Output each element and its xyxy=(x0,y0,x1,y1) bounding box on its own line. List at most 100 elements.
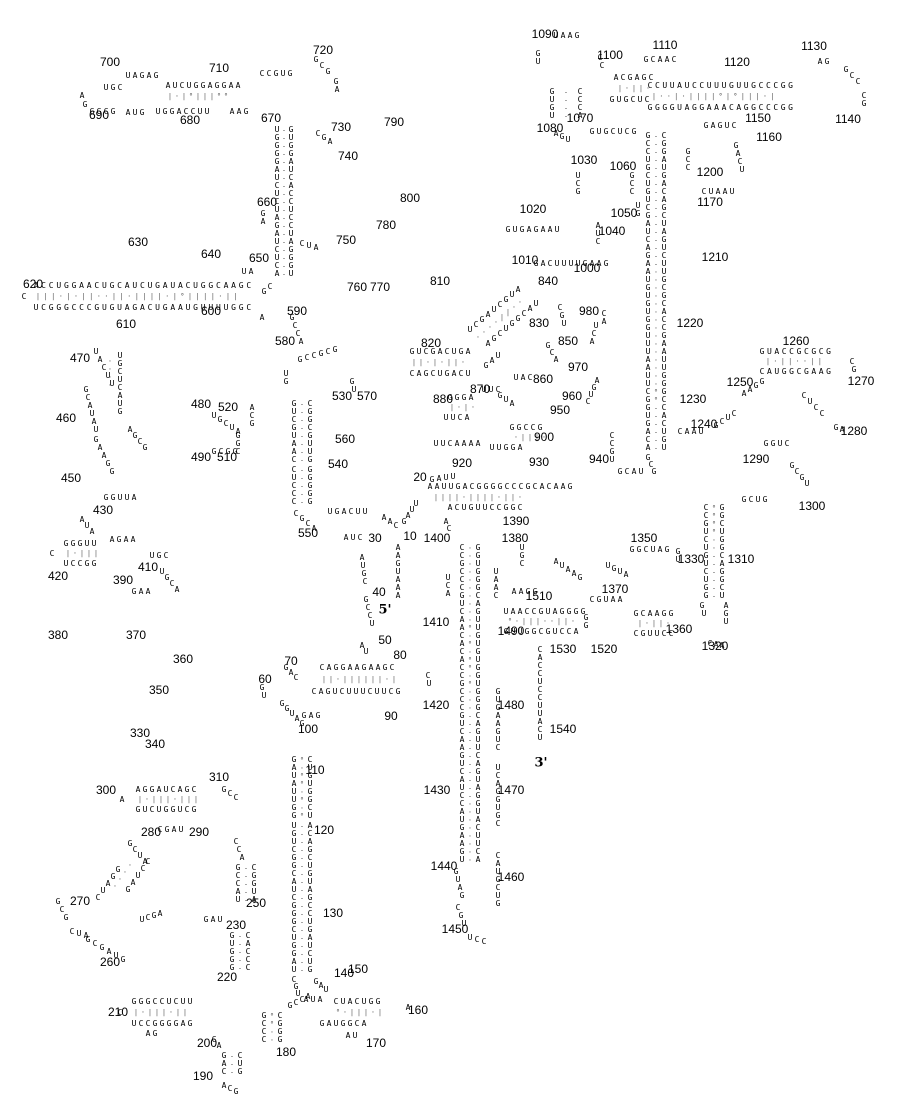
position-label: 560 xyxy=(334,432,356,446)
position-label: 1250 xyxy=(726,375,754,389)
nucleotide: G xyxy=(643,55,649,64)
nucleotide: G xyxy=(475,767,481,776)
position-label: 1210 xyxy=(701,250,729,264)
nucleotide: G xyxy=(297,355,303,364)
nucleotide: G xyxy=(82,100,88,109)
pair-tick: - xyxy=(467,720,473,729)
nucleotide: U xyxy=(124,493,130,502)
pair-tick: - xyxy=(467,736,473,745)
position-label: 700 xyxy=(99,55,121,69)
nucleotide: C xyxy=(703,511,709,520)
nucleotide: U xyxy=(229,939,235,948)
nucleotide: G xyxy=(307,455,313,464)
nucleotide: A xyxy=(459,735,465,744)
pair-tick: ° xyxy=(299,772,305,781)
nucleotide: U xyxy=(251,887,257,896)
nucleotide: A xyxy=(468,393,474,402)
nucleotide: G xyxy=(453,867,459,876)
nucleotide: G xyxy=(583,613,589,622)
nucleotide: A xyxy=(274,213,280,222)
nucleotide: C xyxy=(459,647,465,656)
pair-tick: | xyxy=(638,84,644,93)
nucleotide: U xyxy=(433,439,439,448)
pair-tick: - xyxy=(299,966,305,975)
nucleotide: C xyxy=(388,687,394,696)
pair-tick: ° xyxy=(299,812,305,821)
nucleotide: U xyxy=(461,919,467,928)
nucleotide: C xyxy=(645,435,651,444)
nucleotide: A xyxy=(307,837,313,846)
pair-tick: · xyxy=(653,284,659,293)
nucleotide: G xyxy=(495,811,501,820)
pair-tick: · xyxy=(144,795,150,804)
nucleotide: G xyxy=(475,663,481,672)
nucleotide: G xyxy=(661,435,667,444)
position-label: 1470 xyxy=(497,783,525,797)
position-label: 80 xyxy=(393,648,407,662)
nucleotide: G xyxy=(139,71,145,80)
nucleotide: A xyxy=(91,417,97,426)
position-label: 360 xyxy=(172,652,194,666)
nucleotide: C xyxy=(140,864,146,873)
nucleotide: C xyxy=(493,591,499,600)
nucleotide: C xyxy=(459,543,465,552)
nucleotide: C xyxy=(748,495,754,504)
nucleotide: C xyxy=(236,845,242,854)
nucleotide: A xyxy=(125,108,131,117)
nucleotide: C xyxy=(703,567,709,576)
pair-tick: | xyxy=(363,1008,369,1017)
pair-tick: - xyxy=(299,448,305,457)
nucleotide: U xyxy=(603,595,609,604)
pair-tick: | xyxy=(349,675,355,684)
pair-tick: | xyxy=(35,292,41,301)
nucleotide: C xyxy=(818,347,824,356)
nucleotide: A xyxy=(623,570,629,579)
pair-tick: ° xyxy=(299,780,305,789)
nucleotide: G xyxy=(661,387,667,396)
nucleotide: U xyxy=(661,427,667,436)
nucleotide: A xyxy=(459,775,465,784)
nucleotide: G xyxy=(299,514,305,523)
position-label: 960 xyxy=(561,389,583,403)
nucleotide: A xyxy=(395,591,401,600)
nucleotide: C xyxy=(629,179,635,188)
nucleotide: U xyxy=(177,805,183,814)
pair-tick: · xyxy=(269,1036,275,1045)
nucleotide: A xyxy=(395,575,401,584)
nucleotide: G xyxy=(575,187,581,196)
nucleotide: U xyxy=(616,95,622,104)
nucleotide: C xyxy=(819,409,825,418)
position-label: 1530 xyxy=(549,642,577,656)
nucleotide: G xyxy=(63,281,69,290)
pair-tick: | xyxy=(740,92,745,101)
position-label: 850 xyxy=(557,334,579,348)
nucleotide: G xyxy=(315,711,321,720)
nucleotide: U xyxy=(274,189,280,198)
position-label: 810 xyxy=(429,274,451,288)
nucleotide: G xyxy=(162,107,168,116)
nucleotide: A xyxy=(547,225,553,234)
nucleotide: A xyxy=(540,259,546,268)
position-label: 930 xyxy=(528,455,550,469)
nucleotide: G xyxy=(138,997,144,1006)
nucleotide: C xyxy=(184,805,190,814)
nucleotide: U xyxy=(204,107,210,116)
nucleotide: A xyxy=(174,585,180,594)
pair-tick: - xyxy=(711,576,717,585)
position-label: 250 xyxy=(245,896,267,910)
nucleotide: U xyxy=(211,411,217,420)
nucleotide: C xyxy=(274,245,280,254)
nucleotide: A xyxy=(722,187,728,196)
nucleotide: G xyxy=(661,139,667,148)
nucleotide: C xyxy=(645,139,651,148)
nucleotide: A xyxy=(661,227,667,236)
nucleotide: U xyxy=(440,439,446,448)
nucleotide: C xyxy=(855,77,861,86)
nucleotide: A xyxy=(475,783,481,792)
pair-tick: · xyxy=(653,356,659,365)
nucleotide: A xyxy=(132,71,138,80)
nucleotide: U xyxy=(475,775,481,784)
pair-tick: - xyxy=(711,584,717,593)
nucleotide: G xyxy=(152,1019,158,1028)
pair-tick: · xyxy=(517,493,523,502)
